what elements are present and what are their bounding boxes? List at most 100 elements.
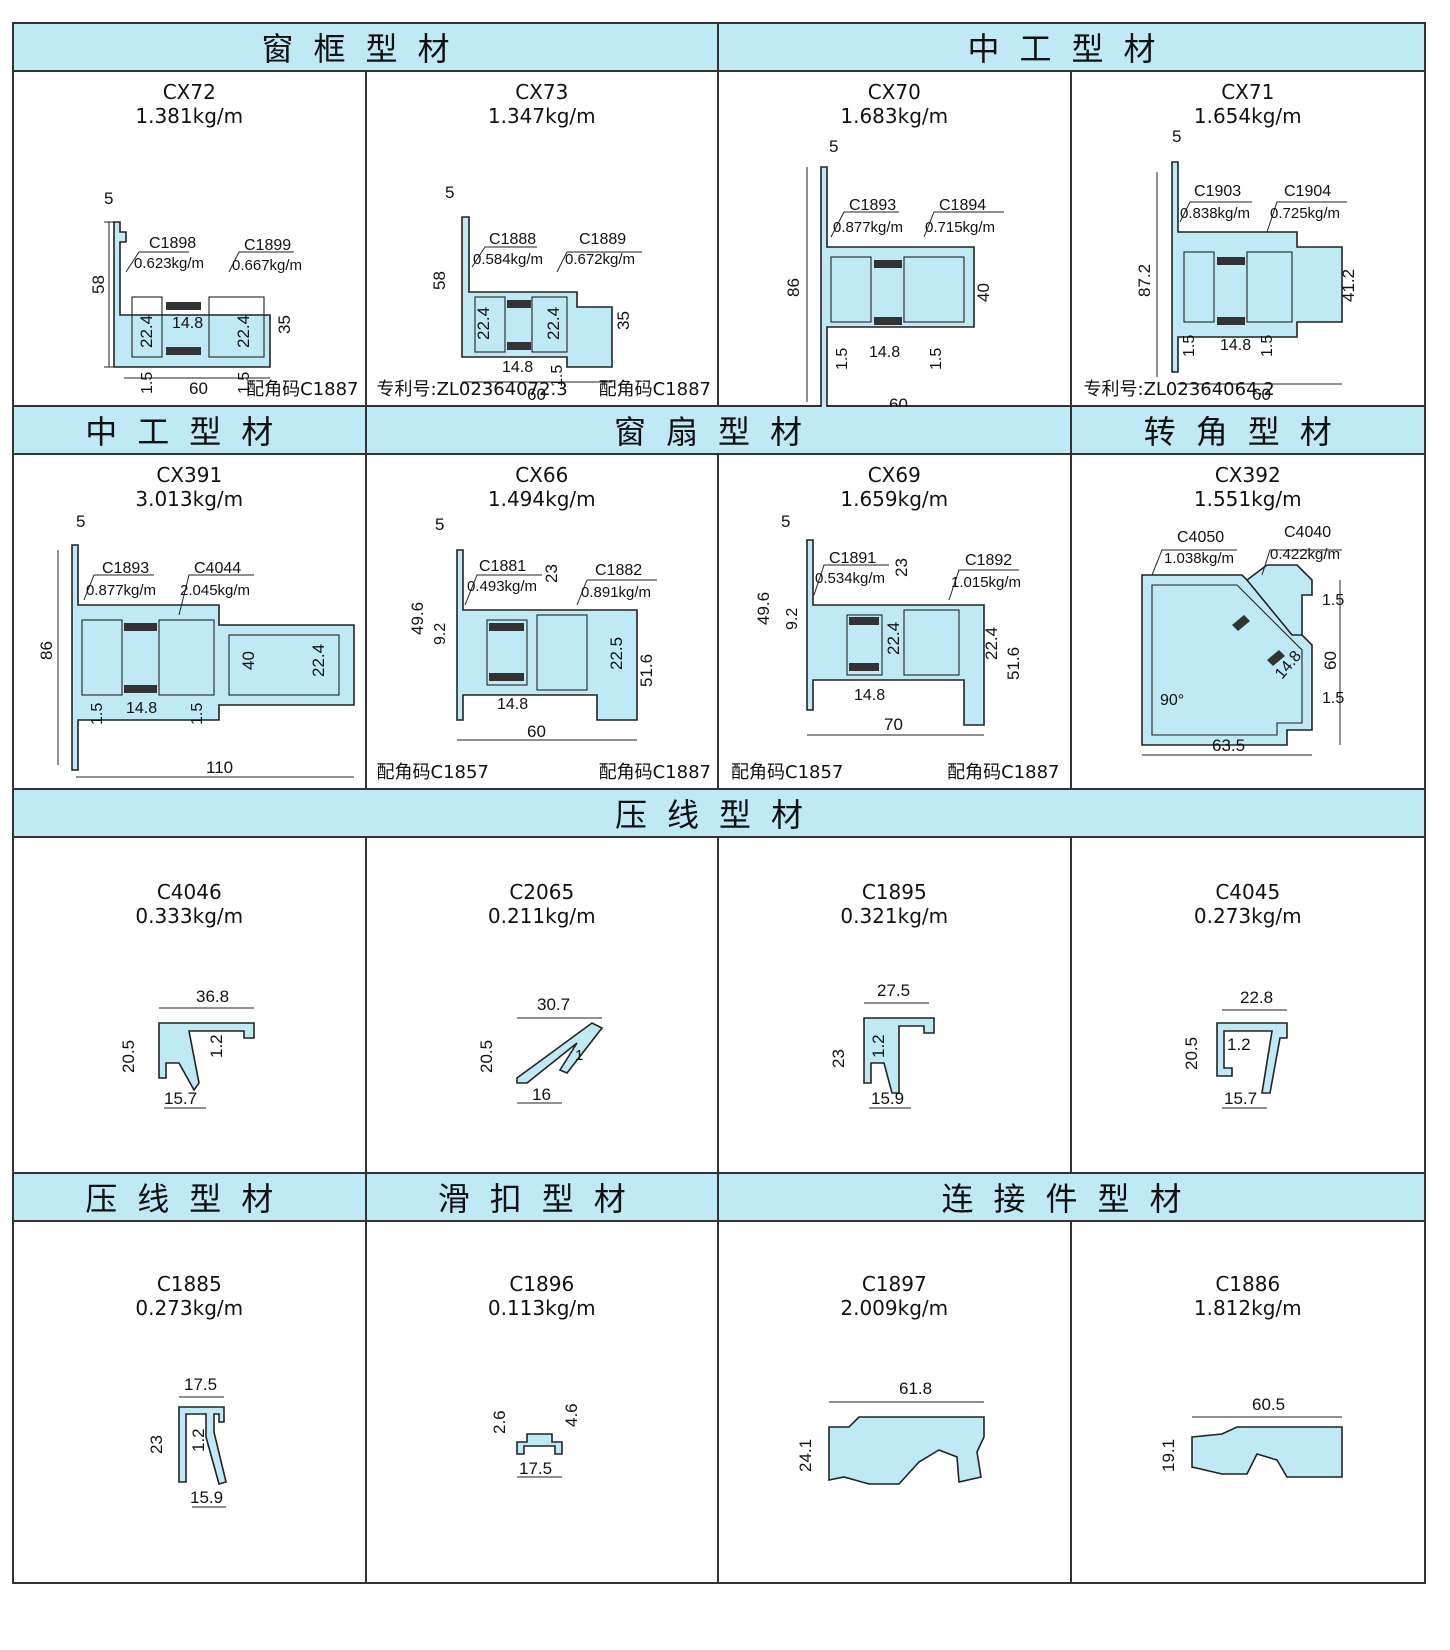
profile-cell-cx71: CX71 1.654kg/m 87.2 5 C1903 0.838kg/m C1… [1072, 72, 1425, 405]
corner-code-note-right: 配角码C1887 [598, 762, 711, 783]
svg-text:2.6: 2.6 [490, 1410, 509, 1434]
profile-code: CX69 [867, 463, 921, 487]
profile-weight: 2.009kg/m [840, 1296, 949, 1320]
svg-text:14.8: 14.8 [869, 344, 900, 361]
svg-text:5: 5 [829, 137, 838, 156]
svg-text:58: 58 [89, 275, 108, 294]
profile-weight: 0.211kg/m [487, 904, 596, 928]
profile-cell-c4045: C4045 0.273kg/m 22.8 20.5 1.2 15.7 [1072, 838, 1425, 1172]
profile-code: CX70 [867, 80, 921, 104]
profile-code: C1896 [509, 1272, 575, 1296]
profile-catalog-sheet: 窗框型材 中工型材 CX72 1.381kg/m 58 5 C1898 0.62… [12, 22, 1426, 1584]
svg-text:110: 110 [206, 758, 233, 777]
svg-text:0.715kg/m: 0.715kg/m [925, 219, 995, 236]
profile-weight: 1.812kg/m [1193, 1296, 1302, 1320]
svg-text:1.015kg/m: 1.015kg/m [951, 574, 1021, 591]
profile-weight: 1.654kg/m [1193, 104, 1302, 128]
svg-text:20.5: 20.5 [1182, 1037, 1201, 1070]
svg-text:17.5: 17.5 [519, 1459, 552, 1478]
svg-text:36.8: 36.8 [196, 987, 229, 1006]
profile-code: C1885 [156, 1272, 222, 1296]
svg-text:16: 16 [532, 1085, 551, 1104]
svg-text:0.623kg/m: 0.623kg/m [134, 255, 204, 272]
profile-code: C1886 [1215, 1272, 1281, 1296]
svg-text:4.6: 4.6 [562, 1403, 581, 1427]
svg-text:60: 60 [527, 385, 546, 404]
profile-drawing-c1896: 2.6 4.6 17.5 [490, 1403, 581, 1478]
profile-weight: 1.683kg/m [840, 104, 949, 128]
svg-text:1.5: 1.5 [189, 703, 206, 725]
svg-text:15.7: 15.7 [1224, 1089, 1257, 1108]
svg-text:0.667kg/m: 0.667kg/m [232, 257, 302, 274]
svg-text:20.5: 20.5 [119, 1040, 138, 1073]
profile-cell-c1897: C1897 2.009kg/m 61.8 24.1 [719, 1222, 1072, 1582]
svg-text:2.045kg/m: 2.045kg/m [180, 582, 250, 599]
svg-text:60: 60 [1321, 651, 1340, 670]
profile-weight: 1.381kg/m [135, 104, 244, 128]
svg-text:C4044: C4044 [194, 560, 241, 577]
svg-text:0.493kg/m: 0.493kg/m [467, 578, 537, 595]
svg-text:C1904: C1904 [1284, 183, 1331, 200]
svg-text:9.2: 9.2 [784, 608, 801, 630]
header-glazing-bead: 压线型材 [614, 796, 823, 834]
header-mullion: 中工型材 [967, 30, 1176, 68]
profile-weight: 0.321kg/m [840, 904, 949, 928]
svg-text:24.1: 24.1 [796, 1439, 815, 1472]
svg-text:35: 35 [275, 315, 294, 334]
svg-text:9.2: 9.2 [432, 623, 449, 645]
header-corner: 转角型材 [1143, 413, 1352, 451]
header-glazing-bead-2: 压线型材 [14, 1174, 367, 1220]
profile-drawing-cx73: 58 5 C1888 0.584kg/m C1889 0.672kg/m 22.… [430, 183, 642, 404]
svg-text:1.5: 1.5 [1181, 335, 1198, 357]
profile-code: CX71 [1221, 80, 1275, 104]
svg-text:51.6: 51.6 [637, 654, 656, 687]
corner-code-note: 配角码C1887 [598, 379, 711, 400]
svg-text:C4040: C4040 [1284, 524, 1331, 541]
svg-text:23: 23 [542, 564, 561, 583]
profile-weight: 0.333kg/m [135, 904, 244, 928]
profile-row-2: CX391 3.013kg/m 86 5 C1893 0.877kg/m C40… [14, 455, 1424, 790]
patent-note: 专利号:ZL02364064.2 [1083, 379, 1275, 400]
svg-text:C1892: C1892 [965, 552, 1012, 569]
svg-text:C1898: C1898 [149, 235, 196, 252]
profile-drawing-cx66: 49.6 5 C1881 0.493kg/m 23 C1882 0.891kg/… [408, 515, 657, 741]
profile-code: CX72 [162, 80, 216, 104]
svg-text:5: 5 [104, 189, 113, 208]
profile-code: C4046 [156, 880, 222, 904]
svg-text:35: 35 [614, 311, 633, 330]
svg-text:20.5: 20.5 [477, 1040, 496, 1073]
corner-code-note-right: 配角码C1887 [947, 762, 1060, 783]
profile-weight: 1.494kg/m [487, 487, 596, 511]
header-window-sash: 窗扇型材 [367, 407, 1072, 453]
profile-cell-cx70: CX70 1.683kg/m 86 5 C1893 0.877kg/m C189… [719, 72, 1072, 407]
svg-text:1.5: 1.5 [1322, 592, 1344, 609]
svg-text:5: 5 [76, 512, 85, 531]
svg-text:1.5: 1.5 [1322, 690, 1344, 707]
svg-text:41.2: 41.2 [1339, 269, 1358, 302]
svg-text:C1882: C1882 [595, 562, 642, 579]
svg-text:5: 5 [1172, 127, 1181, 146]
svg-text:1.5: 1.5 [549, 365, 566, 387]
svg-text:1: 1 [575, 1047, 583, 1064]
svg-text:63.5: 63.5 [1212, 736, 1245, 755]
profile-drawing-c1885: 17.5 23 1.2 15.9 [147, 1375, 227, 1508]
profile-code: C1895 [861, 880, 927, 904]
svg-text:14.8: 14.8 [126, 700, 157, 717]
svg-text:0.422kg/m: 0.422kg/m [1270, 546, 1340, 563]
svg-text:30.7: 30.7 [537, 995, 570, 1014]
profile-drawing-c1886: 60.5 19.1 [1159, 1395, 1343, 1478]
svg-text:49.6: 49.6 [754, 592, 773, 625]
profile-drawing-cx392: C4050 1.038kg/m C4040 0.422kg/m 1.5 14.8… [1140, 524, 1344, 756]
profile-weight: 1.551kg/m [1193, 487, 1302, 511]
svg-text:1.2: 1.2 [869, 1034, 888, 1058]
svg-text:51.6: 51.6 [1004, 647, 1023, 680]
profile-code: C4045 [1215, 880, 1281, 904]
svg-text:70: 70 [884, 715, 903, 734]
profile-row-1: CX72 1.381kg/m 58 5 C1898 0.623kg/m C189… [14, 72, 1424, 407]
profile-cell-c1885: C1885 0.273kg/m 17.5 23 1.2 15.9 [14, 1222, 367, 1582]
profile-cell-c1886: C1886 1.812kg/m 60.5 19.1 [1072, 1222, 1425, 1582]
svg-text:86: 86 [784, 278, 803, 297]
profile-cell-c4046: C4046 0.333kg/m 36.8 20.5 1.2 15.7 [14, 838, 367, 1172]
profile-row-3: C4046 0.333kg/m 36.8 20.5 1.2 15.7 C2065… [14, 838, 1424, 1174]
profile-code: C1897 [861, 1272, 927, 1296]
